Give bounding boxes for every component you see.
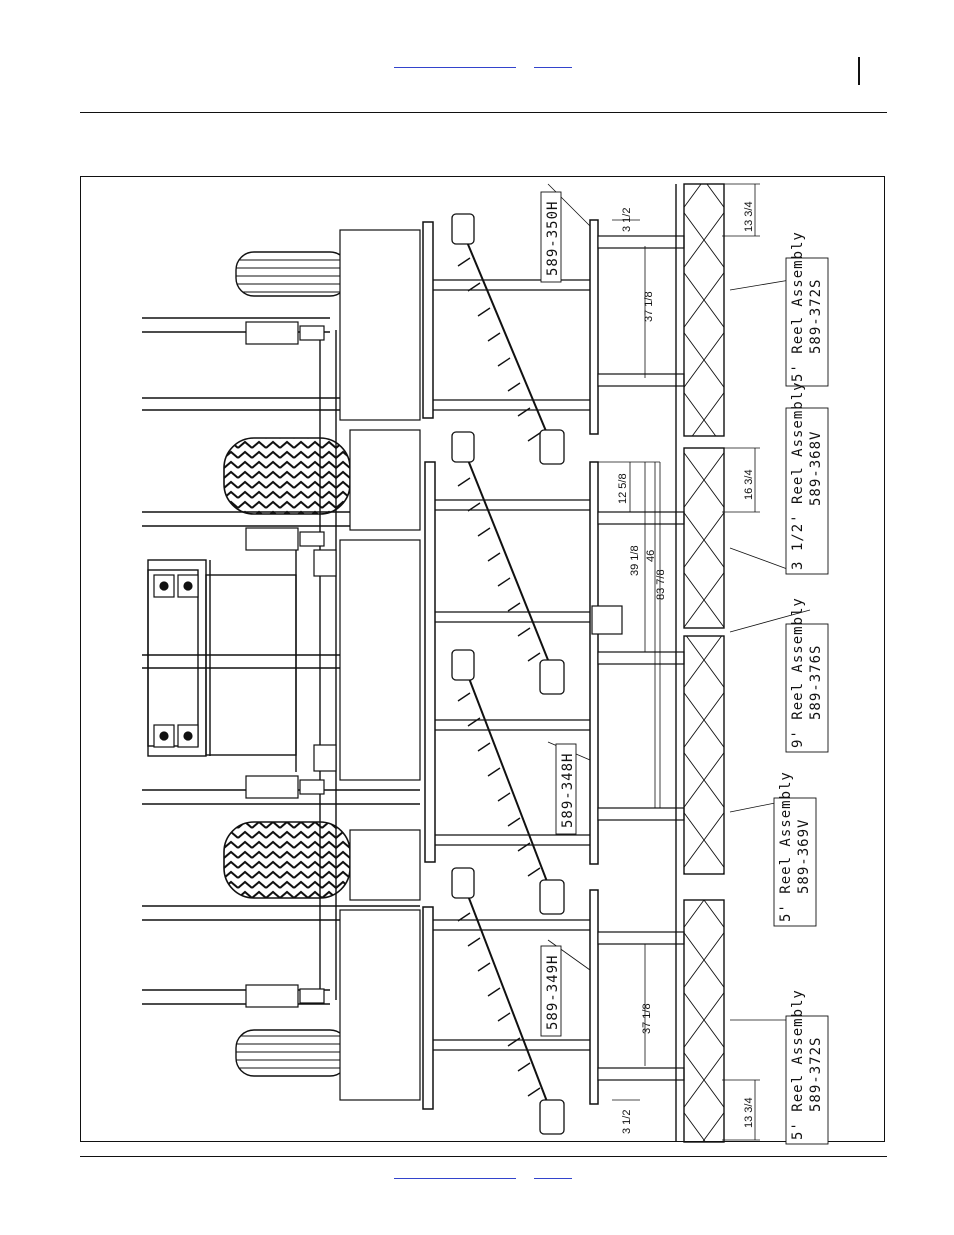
- svg-text:3 1/2' Reel Assembly: 3 1/2' Reel Assembly: [790, 381, 806, 570]
- svg-text:5' Reel Assembly: 5' Reel Assembly: [778, 771, 794, 922]
- dim-12-625: 12 5/8: [617, 473, 629, 504]
- section-mounts: [340, 230, 420, 1100]
- label-348h: 589-348H: [556, 744, 576, 834]
- tire-gauge-top: [236, 252, 348, 296]
- label-349h: 589-349H: [541, 946, 561, 1036]
- label-reel-3-5: 3 1/2' Reel Assembly 589-368V: [786, 381, 828, 574]
- dim-13-75-bottom: 13 3/4: [743, 1097, 755, 1128]
- dim-13-75-top: 13 3/4: [743, 201, 755, 232]
- dim-83-875: 83 7/8: [655, 569, 667, 600]
- label-reel-mid: 5' Reel Assembly 589-369V: [774, 771, 816, 926]
- svg-text:5' Reel Assembly: 5' Reel Assembly: [790, 989, 806, 1140]
- dim-16-75: 16 3/4: [743, 469, 755, 500]
- svg-text:589-372S: 589-372S: [808, 1037, 824, 1112]
- svg-text:589-372S: 589-372S: [808, 279, 824, 354]
- label-reel-top: 5' Reel Assembly 589-372S: [786, 231, 828, 386]
- svg-text:589-368V: 589-368V: [808, 431, 824, 506]
- leader-lines: [548, 184, 810, 1020]
- reel-spring-arms: [592, 236, 684, 1080]
- dim-46: 46: [645, 550, 657, 562]
- tire-main-bottom: [224, 822, 350, 898]
- rear-bars: [590, 220, 598, 1104]
- wheel-spindles: [246, 322, 336, 1007]
- tire-main-top: [224, 438, 350, 514]
- dim-39-125: 39 1/8: [629, 545, 641, 576]
- svg-text:589-376S: 589-376S: [808, 645, 824, 720]
- svg-text:589-349H: 589-349H: [545, 955, 561, 1030]
- toolbars: [423, 222, 435, 1109]
- svg-text:5' Reel Assembly: 5' Reel Assembly: [790, 231, 806, 382]
- svg-text:589-350H: 589-350H: [545, 201, 561, 276]
- dim-3-5-bottom: 3 1/2: [621, 1110, 633, 1134]
- label-reel-bottom: 5' Reel Assembly 589-372S: [786, 989, 828, 1144]
- dim-37-125-top: 37 1/8: [643, 291, 655, 322]
- tire-gauge-bottom: [236, 1030, 348, 1076]
- svg-text:589-348H: 589-348H: [560, 753, 576, 828]
- svg-text:9' Reel Assembly: 9' Reel Assembly: [790, 597, 806, 748]
- label-350h: 589-350H: [541, 192, 561, 282]
- dim-37-125-bottom: 37 1/8: [641, 1003, 653, 1034]
- hitch-brackets: [154, 575, 198, 747]
- svg-text:589-369V: 589-369V: [796, 819, 812, 894]
- label-reel-9: 9' Reel Assembly 589-376S: [786, 597, 828, 752]
- dim-3-5-top: 3 1/2: [621, 208, 633, 232]
